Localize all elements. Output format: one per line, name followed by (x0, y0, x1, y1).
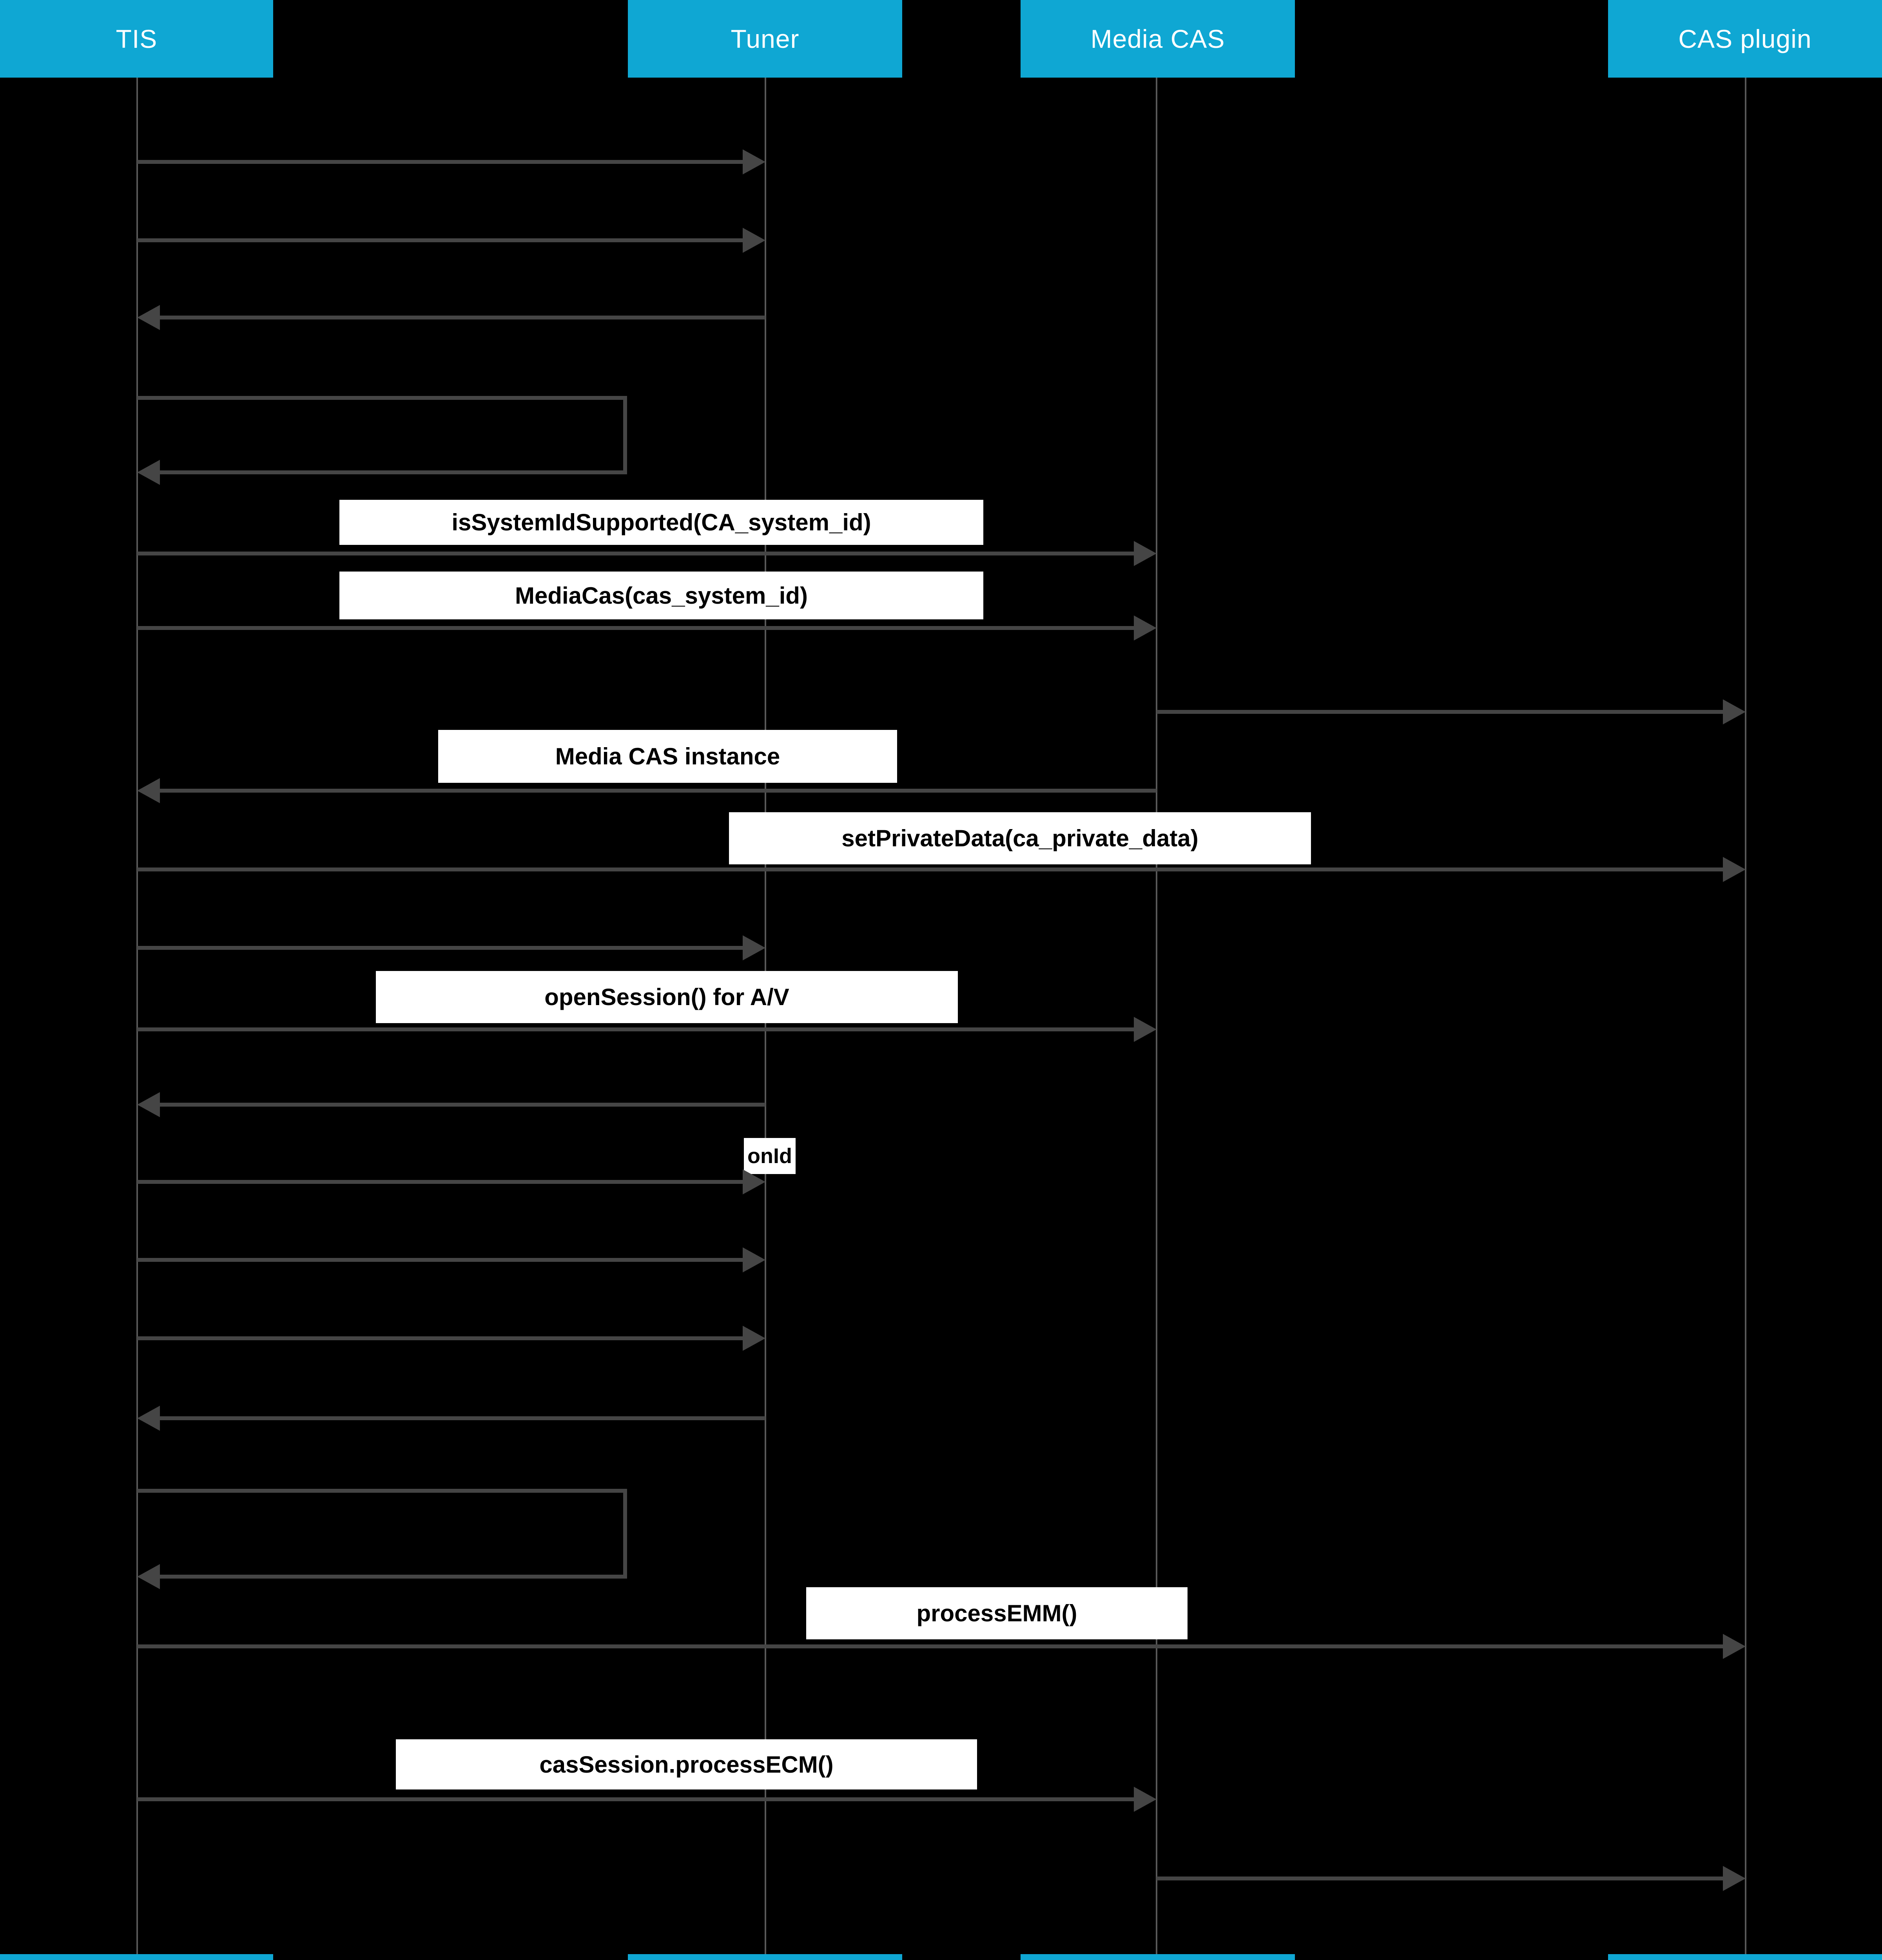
message-arrow-line (137, 1336, 745, 1340)
message-arrow-line (1157, 710, 1725, 714)
message-arrowhead-icon (137, 1092, 160, 1117)
self-message-arrowhead-icon (137, 1564, 160, 1589)
message-arrowhead-icon (1134, 615, 1157, 641)
participant-header-tuner: Tuner (628, 0, 902, 78)
note-chip-label: onId (747, 1144, 792, 1168)
participant-footer-mediacas: Media CAS (1021, 1954, 1295, 1960)
message-arrow-line (1157, 1877, 1725, 1880)
message-label: Media CAS instance (438, 730, 897, 783)
self-message-vertical-line (623, 396, 627, 474)
self-message-vertical-line (623, 1489, 627, 1579)
message-arrowhead-icon (137, 778, 160, 803)
self-message-arrowhead-icon (137, 460, 160, 485)
message-label: processEMM() (806, 1587, 1188, 1639)
message-arrow-line (137, 552, 1136, 555)
message-arrow-line (137, 1180, 745, 1184)
message-arrowhead-icon (743, 1247, 765, 1272)
message-arrowhead-icon (743, 149, 765, 174)
self-message-top-line (137, 1489, 627, 1493)
participant-header-mediacas: Media CAS (1021, 0, 1295, 78)
message-arrowhead-icon (1134, 541, 1157, 566)
message-arrowhead-icon (1134, 1017, 1157, 1042)
message-arrow-line (158, 1416, 765, 1420)
message-label-text: setPrivateData(ca_private_data) (841, 825, 1198, 851)
self-message-return-line (158, 470, 627, 474)
message-arrowhead-icon (743, 935, 765, 960)
message-arrow-line (158, 316, 765, 319)
message-arrowhead-icon (1723, 1866, 1746, 1891)
message-label: isSystemIdSupported(CA_system_id) (339, 500, 983, 545)
message-arrowhead-icon (1723, 857, 1746, 882)
message-arrow-line (137, 1258, 745, 1262)
message-arrowhead-icon (137, 305, 160, 330)
participant-label: Tuner (731, 24, 800, 53)
message-arrowhead-icon (743, 1169, 765, 1194)
message-label-text: processEMM() (916, 1600, 1077, 1626)
message-label-text: openSession() for A/V (544, 984, 789, 1010)
message-arrow-line (158, 789, 1157, 793)
message-label-text: isSystemIdSupported(CA_system_id) (451, 509, 871, 535)
message-label-text: Media CAS instance (555, 743, 780, 769)
lifeline-casplugin (1745, 78, 1746, 1954)
message-arrow-line (137, 946, 745, 950)
participant-footer-tuner: Tuner (628, 1954, 902, 1960)
self-message-top-line (137, 396, 627, 400)
message-arrow-line (137, 160, 745, 164)
participant-footer-tis: TIS (0, 1954, 273, 1960)
message-arrow-line (137, 1027, 1136, 1031)
lifeline-note-chip: onId (744, 1138, 796, 1174)
participant-label: TIS (116, 24, 158, 53)
lifeline-mediacas (1156, 78, 1157, 1954)
participant-header-tis: TIS (0, 0, 273, 78)
message-label-text: casSession.processECM() (539, 1751, 834, 1778)
message-arrowhead-icon (1134, 1787, 1157, 1812)
participant-footer-casplugin: CAS plugin (1608, 1954, 1882, 1960)
message-label: MediaCas(cas_system_id) (339, 572, 983, 619)
message-label: casSession.processECM() (396, 1739, 977, 1789)
message-arrow-line (158, 1103, 765, 1107)
participant-header-casplugin: CAS plugin (1608, 0, 1882, 78)
lifeline-tis (136, 78, 138, 1954)
message-arrowhead-icon (137, 1406, 160, 1431)
message-label: setPrivateData(ca_private_data) (729, 812, 1311, 864)
message-arrowhead-icon (1723, 1634, 1746, 1659)
message-arrowhead-icon (743, 228, 765, 253)
participant-label: Media CAS (1090, 24, 1225, 53)
message-arrow-line (137, 1797, 1136, 1801)
message-arrow-line (137, 238, 745, 242)
message-label-text: MediaCas(cas_system_id) (515, 582, 808, 609)
message-arrowhead-icon (1723, 699, 1746, 724)
self-message-return-line (158, 1575, 627, 1579)
message-label: openSession() for A/V (376, 971, 958, 1023)
message-arrowhead-icon (743, 1326, 765, 1351)
participant-label: CAS plugin (1678, 24, 1812, 53)
message-arrow-line (137, 1644, 1725, 1648)
message-arrow-line (137, 867, 1725, 871)
message-arrow-line (137, 626, 1136, 630)
